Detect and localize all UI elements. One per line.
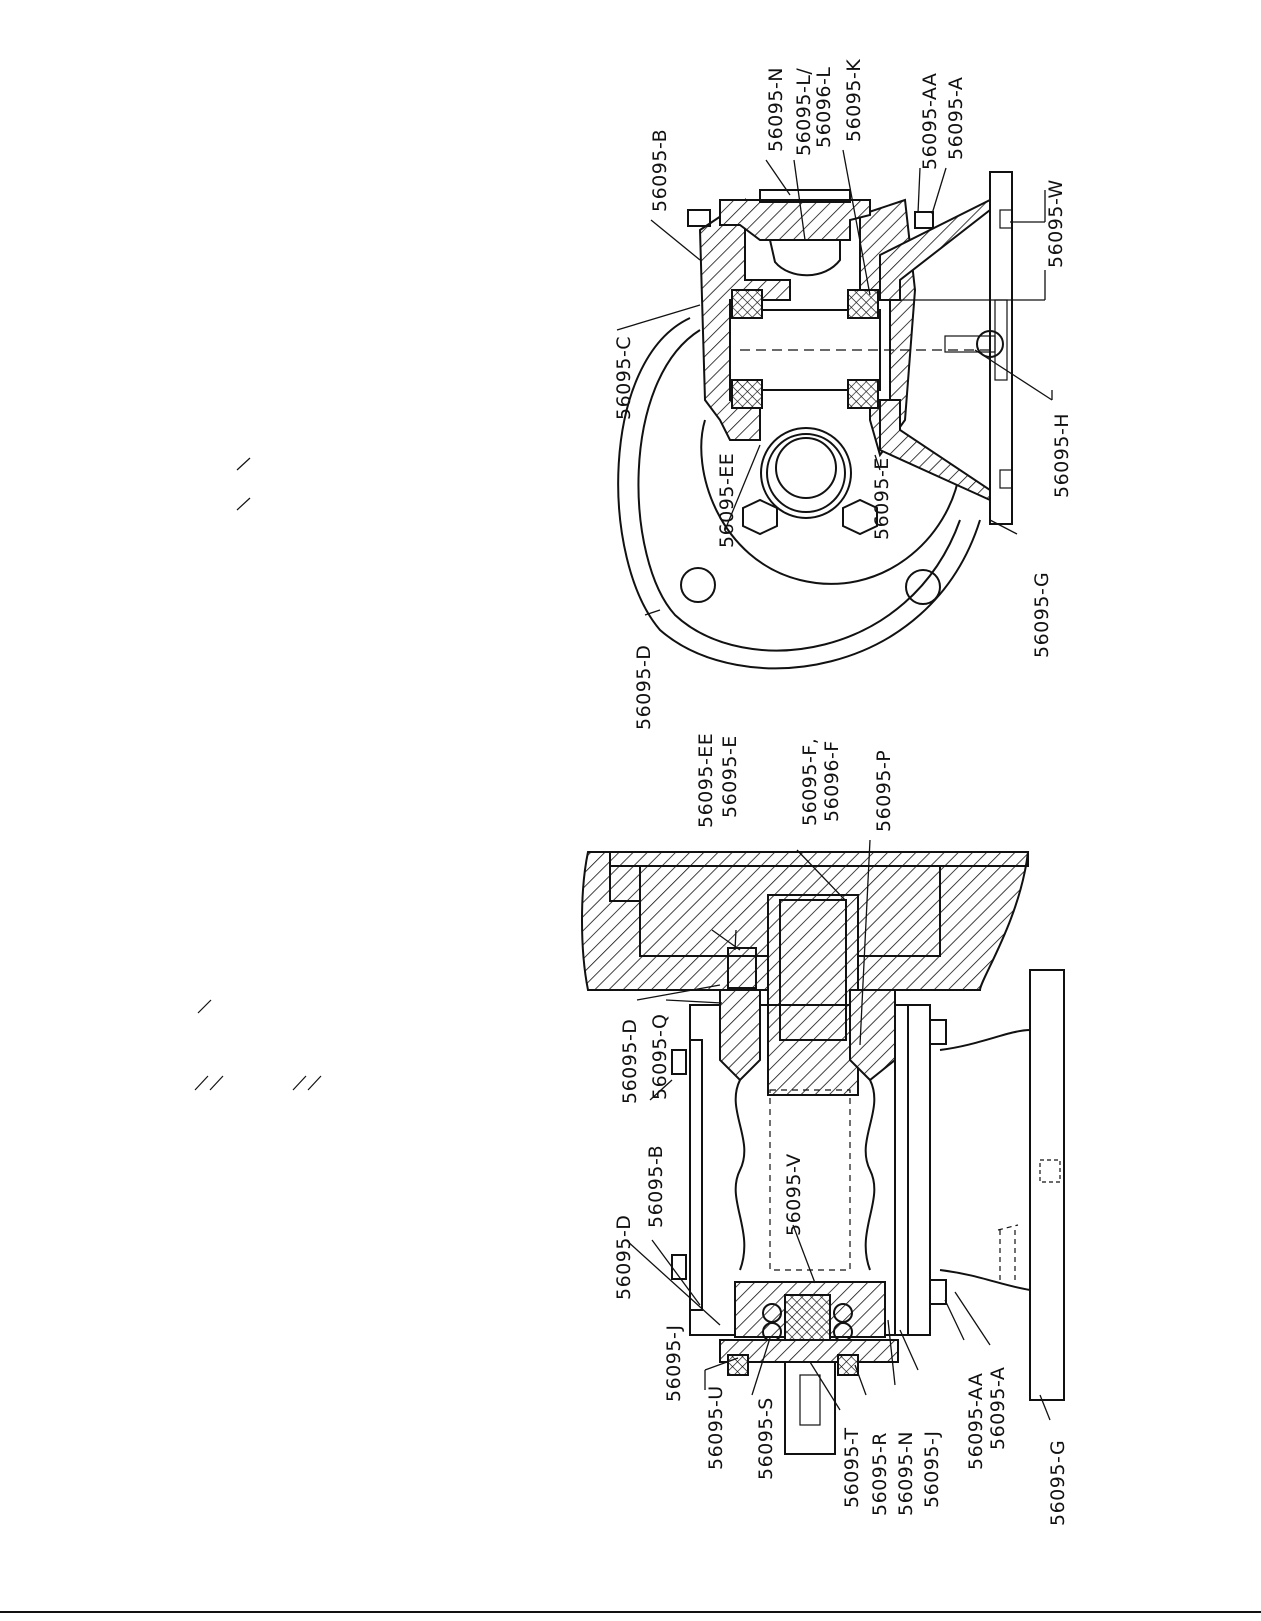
shaft-tube-left [736, 1080, 745, 1270]
label-56095-T: 56095-T [841, 1427, 863, 1508]
hex-bolt-head [743, 500, 777, 534]
base-bolt-slot [1000, 210, 1012, 228]
label-56095-W: 56095-W [1045, 179, 1067, 268]
label-56095-EE: 56095-EE [695, 733, 717, 828]
label-56096-L: 56096-L [813, 67, 835, 148]
shaft-ring-mid [767, 434, 845, 512]
outer-cover-right [895, 1005, 930, 1335]
label-56095-P: 56095-P [873, 750, 895, 832]
base-plate-inner [995, 300, 1007, 380]
stray-marks [195, 458, 321, 1090]
label-56095-D: 56095-D [633, 645, 655, 730]
housing-bolt [672, 1255, 686, 1279]
base-plate [1030, 970, 1064, 1400]
shaft-tube-right [866, 1080, 875, 1270]
label-56095-L-slash: 56095-L/ [793, 68, 815, 156]
end-view-labels: 56095-B 56095-N 56095-L/ 56096-L 56095-K… [613, 59, 1073, 730]
base-plate [990, 172, 1012, 524]
label-56095-A: 56095-A [987, 1367, 1009, 1450]
guard-hole [906, 570, 940, 604]
guard-hole [681, 568, 715, 602]
base-plate-slot [1040, 1160, 1060, 1182]
housing-bolt [930, 1020, 946, 1044]
housing-bolt [930, 1280, 946, 1304]
housing-bolt [672, 1050, 686, 1074]
dashed-stud [998, 1225, 1018, 1280]
housing-bolt [915, 212, 933, 228]
bearing-lower-2 [848, 380, 878, 408]
shaft-ring-inner [776, 438, 836, 498]
label-56095-D: 56095-D [613, 1215, 635, 1300]
bearing-upper [732, 290, 762, 318]
base-bolt-slot [1000, 470, 1012, 488]
output-shaft [785, 1362, 835, 1454]
label-56095-E: 56095-E [719, 735, 741, 818]
hub-right [850, 990, 895, 1080]
bearing-spacer [785, 1295, 830, 1340]
label-56095-AA: 56095-AA [919, 73, 941, 170]
label-56095-K: 56095-K [843, 59, 865, 142]
output-keyway [800, 1375, 820, 1425]
label-56095-U: 56095-U [705, 1385, 727, 1470]
guard-outer-arc [618, 318, 980, 668]
label-56095-B: 56095-B [649, 129, 671, 212]
page-bottom-rule [0, 1611, 1261, 1613]
label-56095-H: 56095-H [1051, 413, 1073, 498]
end-view-drawing [618, 172, 1012, 668]
label-56095-AA: 56095-AA [965, 1373, 987, 1470]
label-56095-D: 56095-D [619, 1019, 641, 1104]
label-56095-G: 56095-G [1047, 1440, 1069, 1526]
outer-cover [690, 1040, 702, 1310]
label-56095-B: 56095-B [645, 1145, 667, 1228]
inner-shaft [770, 1090, 850, 1270]
label-56095-C: 56095-C [613, 336, 635, 420]
slotted-tube [768, 895, 858, 1095]
shaft-ring-outer [761, 428, 851, 518]
bevel-gear [770, 240, 840, 275]
bearing-lower [848, 290, 878, 318]
label-56095-E: 56095-E [871, 457, 893, 540]
label-56095-J: 56095-J [663, 1325, 685, 1402]
guard-inner-arc [638, 330, 960, 651]
housing-bolt [688, 210, 710, 226]
label-56095-A: 56095-A [945, 77, 967, 160]
label-56095-S: 56095-S [755, 1397, 777, 1480]
label-56095-F-comma: 56095-F, [799, 738, 821, 826]
label-56096-F: 56096-F [821, 740, 843, 822]
label-56095-J: 56095-J [921, 1431, 943, 1508]
label-56095-R: 56095-R [869, 1432, 891, 1516]
hub-left [720, 990, 760, 1080]
label-56095-N: 56095-N [895, 1431, 917, 1516]
label-56095-G: 56095-G [1031, 572, 1053, 658]
label-56095-N: 56095-N [765, 67, 787, 152]
base-cone-lower [880, 400, 990, 500]
label-56095-EE: 56095-EE [716, 453, 738, 548]
bearing-upper-2 [732, 380, 762, 408]
support-cone [940, 1030, 1030, 1290]
label-56095-V: 56095-V [783, 1153, 805, 1236]
label-56095-Q: 56095-Q [649, 1014, 671, 1100]
